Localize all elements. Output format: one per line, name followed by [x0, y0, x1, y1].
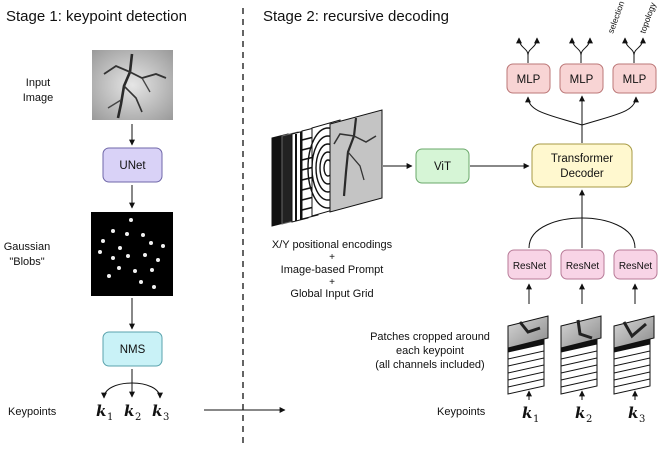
input-image	[92, 50, 173, 120]
transformer-decoder-block	[531, 143, 633, 188]
resnet-block-3	[613, 249, 658, 280]
selection-output-label: selection	[605, 0, 626, 35]
svg-text:k: k	[96, 402, 106, 420]
stage2-k3: k 3	[628, 404, 645, 425]
stage2-k1: k 1	[522, 404, 539, 425]
stage1-k2: k 2	[124, 402, 141, 423]
patches-label-line1: Patches cropped around	[370, 331, 490, 343]
mlp-label-2: MLP	[570, 74, 594, 86]
svg-text:k: k	[152, 402, 162, 420]
patch-stack-2	[560, 315, 602, 395]
stage2-k2: k 2	[575, 404, 592, 425]
nms-block	[102, 331, 163, 367]
prompt-line1: X/Y positional encodings	[272, 239, 393, 251]
unet-block	[102, 147, 163, 183]
stage1-keypoints-label: Keypoints	[8, 406, 57, 418]
decoder-label-line2: Decoder	[560, 168, 604, 180]
svg-text:k: k	[124, 402, 134, 420]
svg-text:3: 3	[163, 412, 169, 423]
prompt-line3: Global Input Grid	[290, 288, 373, 300]
patch-stack-1	[507, 315, 549, 395]
resnet-block-2	[560, 249, 605, 280]
gaussian-label-line2: "Blobs"	[9, 256, 44, 268]
mlp-block-1	[506, 63, 551, 94]
gaussian-label-line1: Gaussian	[4, 241, 50, 253]
patches-label-line3: (all channels included)	[375, 359, 484, 371]
prompt-plus2: +	[329, 277, 335, 288]
svg-text:1: 1	[533, 414, 539, 425]
svg-text:1: 1	[107, 412, 113, 423]
patch-stack-3	[613, 315, 655, 395]
vit-block	[415, 148, 470, 184]
prompt-line2: Image-based Prompt	[281, 264, 384, 276]
input-image-label-line2: Image	[23, 92, 54, 104]
mlp-block-3	[612, 63, 657, 94]
resnet-label-1: ResNet	[513, 261, 547, 272]
svg-text:3: 3	[639, 414, 645, 425]
svg-text:k: k	[628, 404, 638, 422]
input-stack	[271, 109, 383, 227]
input-image-label-line1: Input	[26, 77, 50, 89]
resnet-block-1	[507, 249, 552, 280]
resnet-label-2: ResNet	[566, 261, 600, 272]
nms-label: NMS	[120, 344, 146, 356]
prompt-plus1: +	[329, 252, 335, 263]
svg-text:2: 2	[135, 412, 141, 423]
vit-label: ViT	[434, 161, 451, 173]
stage1-k1: k 1	[96, 402, 113, 423]
gaussian-blobs-image	[91, 212, 173, 296]
mlp-block-2	[559, 63, 604, 94]
svg-text:k: k	[522, 404, 532, 422]
stage2-keypoints-label: Keypoints	[437, 406, 486, 418]
mlp-label-1: MLP	[517, 74, 541, 86]
decoder-label-line1: Transformer	[551, 153, 613, 165]
topology-output-label: topology	[637, 0, 658, 34]
mlp-label-3: MLP	[623, 74, 647, 86]
svg-text:k: k	[575, 404, 585, 422]
patches-label-line2: each keypoint	[396, 345, 464, 357]
stage1-k3: k 3	[152, 402, 169, 423]
stage2-title: Stage 2: recursive decoding	[263, 8, 449, 25]
unet-label: UNet	[119, 160, 146, 172]
resnet-label-3: ResNet	[619, 261, 653, 272]
stage1-title: Stage 1: keypoint detection	[6, 8, 187, 25]
svg-text:2: 2	[586, 414, 592, 425]
